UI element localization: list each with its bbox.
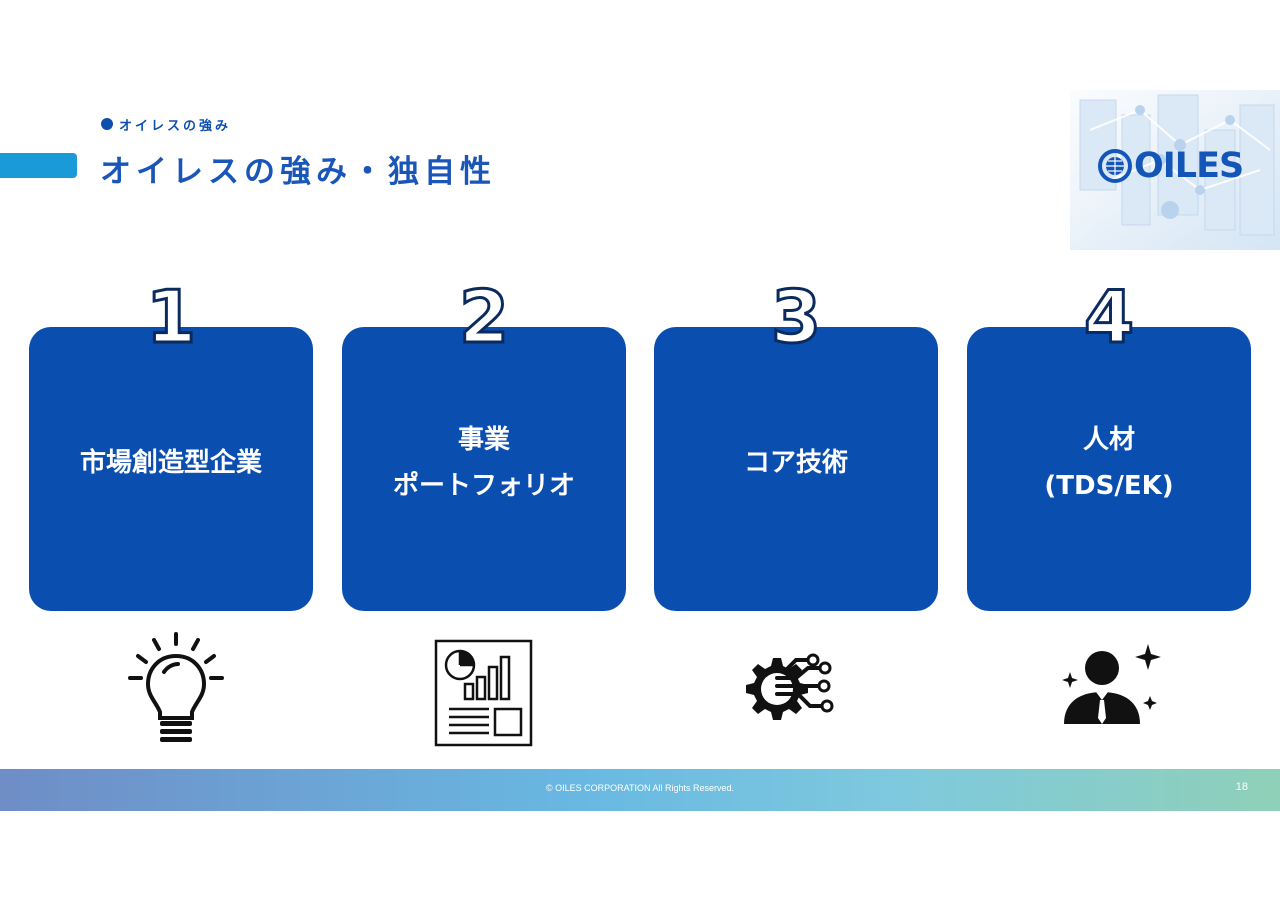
copyright-text: © OILES CORPORATION All Rights Reserved. xyxy=(545,783,734,793)
card-number: 1 xyxy=(144,275,197,359)
page-number: 18 xyxy=(1235,781,1248,793)
brand-background xyxy=(1030,90,1280,250)
card-label-line2: ポートフォリオ xyxy=(392,471,575,501)
card-number: 2 xyxy=(457,275,510,359)
page-title: オイレスの強み・独自性 xyxy=(100,154,496,190)
card-panel: コア技術 xyxy=(654,327,938,611)
bullet-dot-icon xyxy=(101,118,113,130)
card-label-line1: 事業 xyxy=(457,425,510,455)
person-sparkle-icon xyxy=(1050,640,1170,760)
lightbulb-icon xyxy=(116,632,236,752)
strength-card-4: 4 人材 (TDS/EK) xyxy=(967,275,1251,612)
card-label-line2: (TDS/EK) xyxy=(1044,471,1174,501)
logo-text: OILES xyxy=(1134,146,1244,186)
globe-icon xyxy=(1098,149,1132,183)
title-accent-bar xyxy=(0,153,77,178)
oiles-logo: OILES xyxy=(1098,146,1244,186)
breadcrumb-text: オイレスの強み xyxy=(119,118,232,134)
strength-card-1: 1 市場創造型企業 xyxy=(29,275,313,612)
strength-card-3: 3 コア技術 xyxy=(654,275,938,612)
city-network-graphic xyxy=(1070,90,1280,250)
footer-bar: © OILES CORPORATION All Rights Reserved.… xyxy=(0,769,1280,811)
card-label: コア技術 xyxy=(743,448,848,478)
chart-report-icon xyxy=(425,637,545,757)
card-label-line1: 人材 xyxy=(1082,425,1135,455)
gear-circuit-icon xyxy=(738,640,858,760)
card-panel: 人材 (TDS/EK) xyxy=(967,327,1251,611)
breadcrumb: オイレスの強み xyxy=(101,114,231,134)
card-number: 3 xyxy=(769,275,822,359)
card-number: 4 xyxy=(1082,275,1135,359)
strength-card-2: 2 事業 ポートフォリオ xyxy=(342,275,626,612)
card-label: 市場創造型企業 xyxy=(79,448,262,478)
card-panel: 市場創造型企業 xyxy=(29,327,313,611)
card-panel: 事業 ポートフォリオ xyxy=(342,327,626,611)
